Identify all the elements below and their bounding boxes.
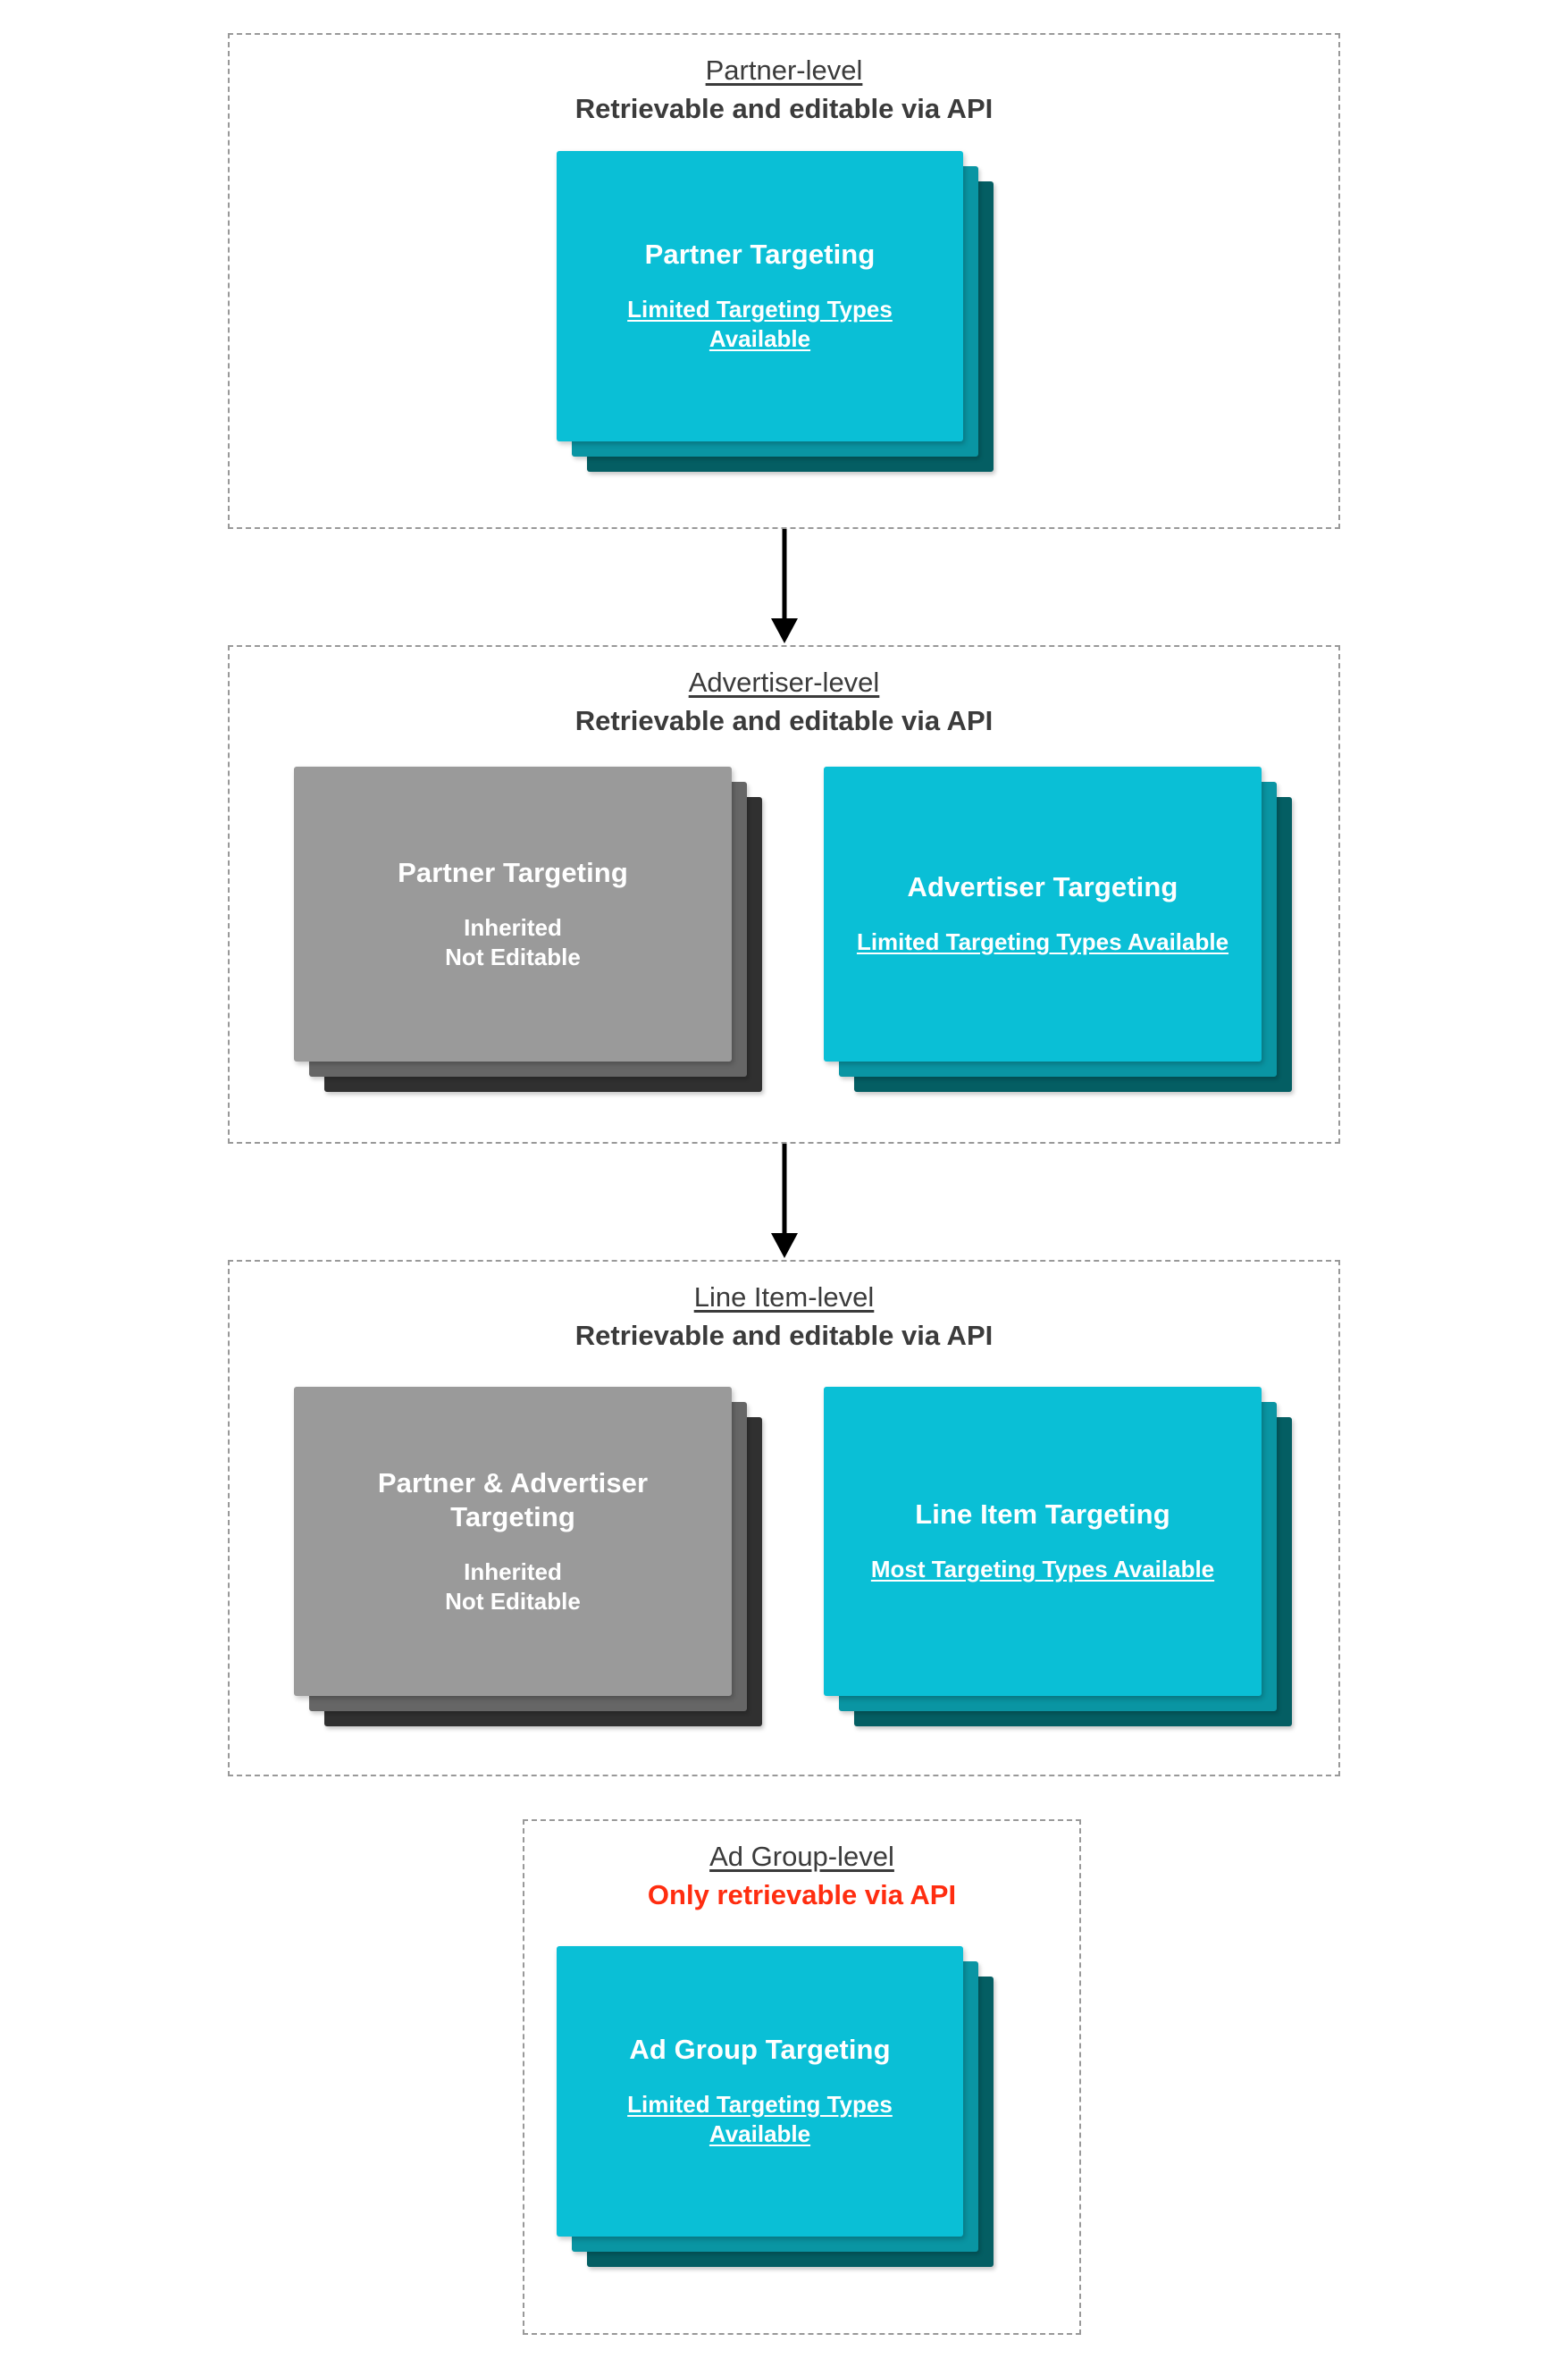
card-title: Ad Group Targeting [629,2034,891,2066]
card-ad-group-targeting[interactable]: Ad Group Targeting Limited Targeting Typ… [557,1946,963,2237]
card-advertiser-targeting[interactable]: Advertiser Targeting Limited Targeting T… [824,767,1262,1062]
level-header-ad-group: Ad Group-level Only retrievable via API [524,1839,1079,1913]
card-title: Partner & Advertiser Targeting [377,1466,649,1532]
card-subtitle: Inherited Not Editable [445,913,581,970]
card-stack-partner-targeting[interactable]: Partner Targeting Limited Targeting Type… [557,151,1012,508]
card-title: Partner Targeting [398,856,628,888]
level-box-line-item: Line Item-level Retrievable and editable… [228,1260,1340,1776]
card-stack-advertiser-targeting[interactable]: Advertiser Targeting Limited Targeting T… [824,767,1306,1106]
card-inherited-partner-targeting[interactable]: Partner Targeting Inherited Not Editable [294,767,732,1062]
card-inherited-partner-advertiser-targeting[interactable]: Partner & Advertiser Targeting Inherited… [294,1387,732,1696]
card-stack-line-item-targeting[interactable]: Line Item Targeting Most Targeting Types… [824,1387,1306,1744]
level-name-partner: Partner-level [705,55,863,86]
level-name-ad-group: Ad Group-level [709,1841,894,1872]
arrow-partner-to-advertiser [771,529,798,643]
level-header-line-item: Line Item-level Retrievable and editable… [230,1280,1338,1354]
card-subtitle: Limited Targeting Types Available [627,296,893,353]
card-title: Line Item Targeting [915,1498,1170,1531]
card-subtitle: Inherited Not Editable [445,1557,581,1615]
arrow-advertiser-to-line-item [771,1144,798,1258]
level-box-partner: Partner-level Retrievable and editable v… [228,33,1340,529]
level-access-partner: Retrievable and editable via API [574,92,994,124]
level-name-advertiser: Advertiser-level [688,667,880,698]
card-subtitle: Limited Targeting Types Available [856,928,1229,956]
card-line-item-targeting[interactable]: Line Item Targeting Most Targeting Types… [824,1387,1262,1696]
level-access-line-item: Retrievable and editable via API [574,1319,994,1351]
card-stack-inherited-partner-advertiser-targeting[interactable]: Partner & Advertiser Targeting Inherited… [294,1387,776,1744]
level-box-ad-group: Ad Group-level Only retrievable via API … [523,1819,1081,2335]
level-access-ad-group: Only retrievable via API [647,1878,957,1910]
level-box-advertiser: Advertiser-level Retrievable and editabl… [228,645,1340,1144]
card-title: Partner Targeting [644,239,876,271]
card-partner-targeting[interactable]: Partner Targeting Limited Targeting Type… [557,151,963,441]
card-subtitle: Most Targeting Types Available [870,1556,1215,1583]
card-stack-inherited-partner-targeting[interactable]: Partner Targeting Inherited Not Editable [294,767,776,1106]
level-name-line-item: Line Item-level [693,1281,875,1313]
card-subtitle: Limited Targeting Types Available [627,2091,893,2148]
level-access-advertiser: Retrievable and editable via API [574,704,994,736]
card-stack-ad-group-targeting[interactable]: Ad Group Targeting Limited Targeting Typ… [557,1946,1057,2304]
card-title: Advertiser Targeting [907,871,1178,903]
level-header-partner: Partner-level Retrievable and editable v… [230,53,1338,127]
level-header-advertiser: Advertiser-level Retrievable and editabl… [230,665,1338,739]
